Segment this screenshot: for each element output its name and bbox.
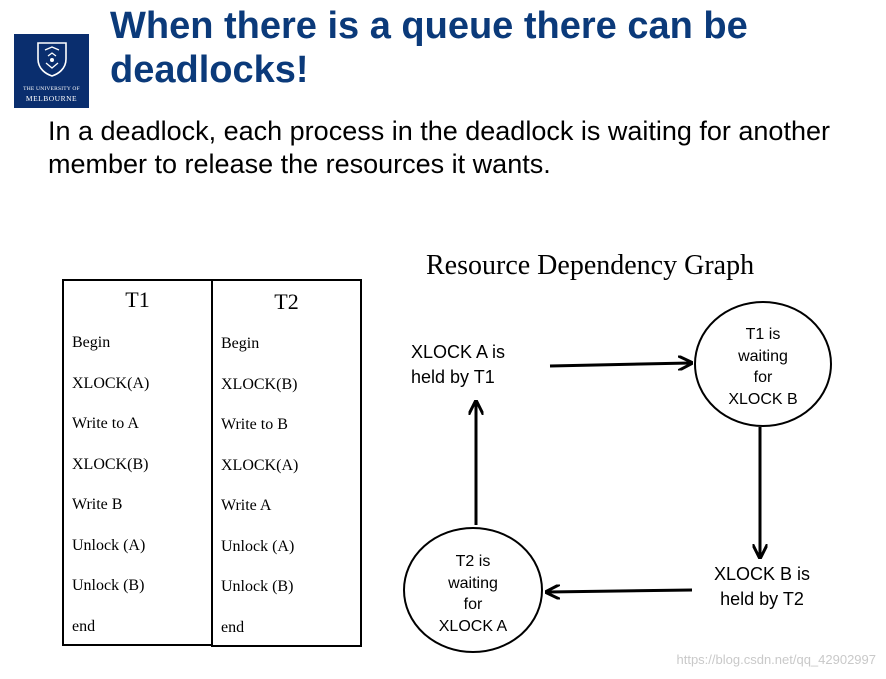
node-xlock-b: XLOCK B is held by T2 [702,562,822,612]
node-t2-waiting-line-1: T2 is [455,553,491,570]
node-t2-waiting-line-3: for [463,596,483,613]
logo-line-1: THE UNIVERSITY OF [23,86,80,92]
t2-waiting-node-circle [403,527,543,653]
university-logo: THE UNIVERSITY OF MELBOURNE [14,34,89,108]
node-t2-waiting: T2 is waiting for XLOCK A [413,551,533,637]
node-t1-waiting-line-4: XLOCK B [728,390,798,408]
t1-step: Begin [72,334,111,351]
node-xlock-a-line-1: XLOCK A is [411,342,506,362]
node-t2-waiting-line-2: waiting [448,574,498,592]
graph-title: Resource Dependency Graph [426,250,755,281]
node-xlock-a: XLOCK A is held by T1 [411,340,505,390]
t1-step: XLOCK(A) [72,374,150,392]
t1-step: Unlock (A) [72,536,146,554]
t2-step: Write A [221,497,272,514]
t2-header: T2 [274,289,299,314]
logo-line-2: MELBOURNE [25,94,78,103]
t1-step: XLOCK(B) [72,455,149,473]
crest-icon [37,42,67,77]
t1-step: Write B [72,496,123,513]
t1-steps: Begin XLOCK(A) Write to A XLOCK(B) Write… [72,333,149,657]
slide-title: When there is a queue there can be deadl… [110,5,748,91]
node-t2-waiting-line-4: XLOCK A [438,617,508,635]
t2-step: Write to B [221,416,288,433]
t1-header: T1 [125,287,150,312]
t1-waiting-node-circle [694,301,832,427]
node-xlock-a-line-2: held by T1 [411,367,495,387]
node-xlock-b-line-1: XLOCK B is [713,564,811,584]
t2-step: Begin [221,335,260,352]
node-t1-waiting-line-3: for [753,369,773,386]
t2-step: end [221,618,245,636]
slide-subtitle: In a deadlock, each process in the deadl… [48,116,830,179]
t2-steps: Begin XLOCK(B) Write to B XLOCK(A) Write… [221,334,298,658]
t2-step: XLOCK(B) [221,375,298,393]
node-xlock-b-line-2: held by T2 [720,589,804,609]
t1-step: Write to A [72,415,139,432]
t2-step: Unlock (A) [221,537,295,555]
arrow-a-to-t1-waiting [549,363,690,366]
t2-step: Unlock (B) [221,578,294,595]
node-t1-waiting-line-2: waiting [738,347,788,365]
arrow-b-to-t2-waiting [548,590,693,592]
t1-step: Unlock (B) [72,577,145,594]
transaction-t2-column: T2 Begin XLOCK(B) Write to B XLOCK(A) Wr… [211,279,362,647]
t1-step: end [72,617,96,635]
node-t1-waiting: T1 is waiting for XLOCK B [703,324,823,410]
watermark: https://blog.csdn.net/qq_42902997 [676,652,877,667]
node-t1-waiting-line-1: T1 is [745,326,781,343]
t2-step: XLOCK(A) [221,456,299,474]
